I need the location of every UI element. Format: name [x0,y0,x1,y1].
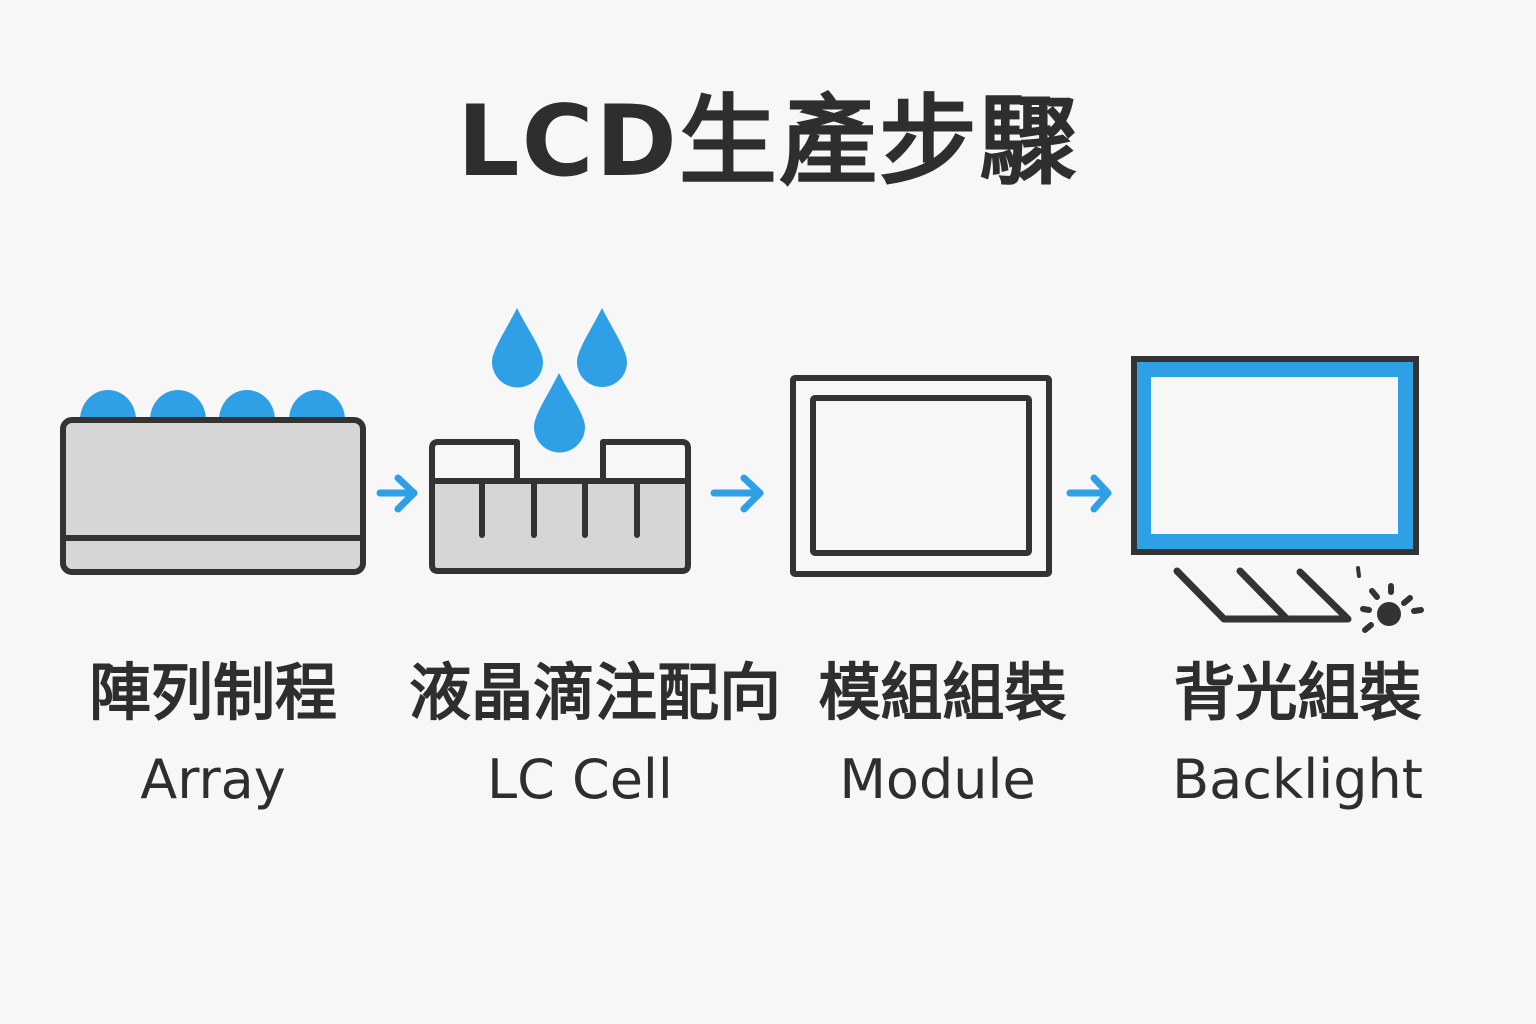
bump [150,390,206,420]
backlight-display-icon [1131,356,1424,633]
step-label-zh: 背光組裝 [1173,656,1422,729]
arrow-right-icon [376,474,418,513]
step-label-en: LC Cell [487,748,673,811]
droplet [534,373,585,453]
module-frame-icon [790,375,1052,577]
arrow-right-icon [1066,474,1112,513]
backlight-light-guides [1173,567,1352,623]
lc-droplet-cell-icon [429,308,691,574]
module-outer-frame [790,375,1052,577]
step-label-en: Array [140,748,286,811]
step-label-en: Backlight [1172,748,1423,811]
display-screen [1151,377,1398,534]
droplet [577,308,627,387]
bump [80,390,136,420]
arrow-right-icon [710,474,764,513]
array-substrate-icon [60,390,366,575]
bump [219,390,275,420]
lc-droplets [492,308,627,453]
cell-bottom [432,481,688,571]
step-label-zh: 液晶滴注配向 [408,656,781,729]
diagram-title: LCD生產步驟 [457,85,1079,199]
step-label-zh: 模組組裝 [818,656,1067,729]
cell-outline [429,439,691,574]
bump [289,390,345,420]
step-label-en: Module [839,748,1036,811]
step-label-zh: 陣列制程 [88,656,337,729]
droplet [492,308,543,388]
sun-icon [1356,566,1424,633]
array-bumps [80,390,345,420]
module-inner-panel [810,395,1032,556]
substrate-body [60,417,366,575]
cell-spacers [479,478,640,538]
